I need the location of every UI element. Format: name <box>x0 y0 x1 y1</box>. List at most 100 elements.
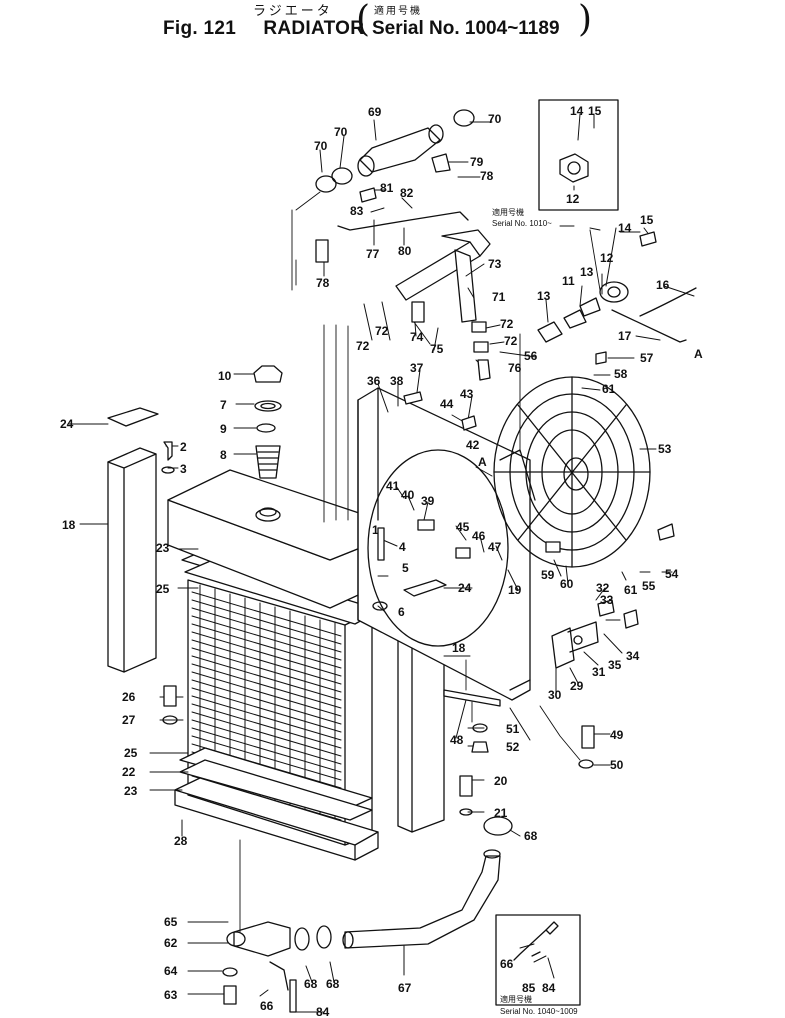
part-label-61-2: 61 <box>624 583 638 597</box>
part-label-70-3: 70 <box>488 112 502 126</box>
part-label-24-2: 24 <box>458 581 472 595</box>
part-label-23: 23 <box>156 541 170 555</box>
part-label-28: 28 <box>174 834 188 848</box>
inset-top-applic: 適用号機 <box>492 207 524 217</box>
part-label-25-2: 25 <box>124 746 138 760</box>
part-label-38: 38 <box>390 374 404 388</box>
title-katakana: ラジエータ <box>253 4 333 19</box>
part-label-81: 81 <box>380 181 394 195</box>
fan-motor-bracket <box>551 621 599 669</box>
part-label-25: 25 <box>156 582 170 596</box>
part-label-24: 24 <box>60 417 74 431</box>
part-label-83: 83 <box>350 204 364 218</box>
part-label-35: 35 <box>608 658 622 672</box>
part-label-62: 62 <box>164 936 178 950</box>
part-label-31: 31 <box>592 665 606 679</box>
part-label-74: 74 <box>410 330 424 344</box>
inset-bottom-serial: Serial No. 1040~1009 <box>500 1007 578 1016</box>
part-label-68-3: 68 <box>326 977 340 991</box>
part-label-70-2: 70 <box>334 125 348 139</box>
marker-a-shroud: A <box>478 455 487 469</box>
part-label-78: 78 <box>316 276 330 290</box>
part-label-26: 26 <box>122 690 136 704</box>
part-label-5: 5 <box>402 561 409 575</box>
figure-title: Fig. 121 RADIATOR <box>163 18 364 40</box>
inset-bottom-applic: 適用号機 <box>500 994 532 1004</box>
part-label-63: 63 <box>164 988 178 1002</box>
filler-cap-group <box>253 365 283 479</box>
part-label-27: 27 <box>122 713 136 727</box>
part-label-45: 45 <box>456 520 470 534</box>
reservoir-fittings <box>537 281 697 343</box>
inset-top-serial: Serial No. 1010~ <box>492 219 552 228</box>
lower-hose <box>226 849 501 957</box>
part-label-15: 15 <box>640 213 654 227</box>
part-label-79: 79 <box>470 155 484 169</box>
side-support-left <box>107 407 159 673</box>
part-label-29: 29 <box>570 679 584 693</box>
part-label-6: 6 <box>398 605 405 619</box>
part-label-1: 1 <box>372 523 379 537</box>
part-label-48: 48 <box>450 733 464 747</box>
part-label-85: 85 <box>522 981 536 995</box>
part-label-18: 18 <box>62 518 76 532</box>
paren-right-glyph: ) <box>578 0 593 40</box>
part-label-46: 46 <box>472 529 486 543</box>
part-label-68-2: 68 <box>304 977 318 991</box>
hose-clamps <box>294 109 513 951</box>
figure-name: RADIATOR <box>263 18 365 39</box>
part-label-75: 75 <box>430 342 444 356</box>
part-label-80: 80 <box>398 244 412 258</box>
reference-markers: A A <box>478 347 703 469</box>
part-label-59: 59 <box>541 568 555 582</box>
part-label-44: 44 <box>440 397 454 411</box>
drain-tube <box>269 961 297 1013</box>
part-label-47: 47 <box>488 540 502 554</box>
inset-top-caption: 適用号機 Serial No. 1010~ <box>492 207 552 228</box>
part-label-72-2: 72 <box>375 324 389 338</box>
part-label-39: 39 <box>421 494 435 508</box>
part-label-76: 76 <box>508 361 522 375</box>
part-label-72-3: 72 <box>500 317 514 331</box>
part-label-2: 2 <box>180 440 187 454</box>
part-label-14-2: 14 <box>570 104 584 118</box>
part-label-55: 55 <box>642 579 656 593</box>
part-label-67: 67 <box>398 981 412 995</box>
part-label-77: 77 <box>366 247 380 261</box>
part-label-82: 82 <box>400 186 414 200</box>
part-label-17: 17 <box>618 329 632 343</box>
part-label-54: 54 <box>665 567 679 581</box>
inset-boxes <box>495 99 619 1006</box>
part-label-78-2: 78 <box>480 169 494 183</box>
part-label-57: 57 <box>640 351 654 365</box>
part-label-60: 60 <box>560 577 574 591</box>
part-label-65: 65 <box>164 915 178 929</box>
part-label-12: 12 <box>600 251 614 265</box>
part-label-71: 71 <box>492 290 506 304</box>
part-label-9: 9 <box>220 422 227 436</box>
part-label-4: 4 <box>399 540 406 554</box>
part-label-43: 43 <box>460 387 474 401</box>
part-label-19: 19 <box>508 583 522 597</box>
part-label-13-2: 13 <box>580 265 594 279</box>
fan-shroud <box>357 387 536 701</box>
part-label-69: 69 <box>368 105 382 119</box>
part-label-42: 42 <box>466 438 480 452</box>
paren-left-glyph: ( <box>356 0 371 40</box>
part-number-labels: 1234567891011121213131414151516171818192… <box>60 104 679 1018</box>
part-label-33: 33 <box>600 593 614 607</box>
part-label-37: 37 <box>410 361 424 375</box>
part-label-30: 30 <box>548 688 562 702</box>
part-label-64: 64 <box>164 964 178 978</box>
part-label-51: 51 <box>506 722 520 736</box>
part-label-23-2: 23 <box>124 784 138 798</box>
part-label-53: 53 <box>658 442 672 456</box>
part-label-41: 41 <box>386 479 400 493</box>
part-label-34: 34 <box>626 649 640 663</box>
part-label-70: 70 <box>314 139 328 153</box>
serial-range: Serial No. 1004~1189 <box>372 18 560 39</box>
part-label-84-2: 84 <box>542 981 556 995</box>
upper-hose-group <box>337 124 491 323</box>
part-label-66-2: 66 <box>500 957 514 971</box>
